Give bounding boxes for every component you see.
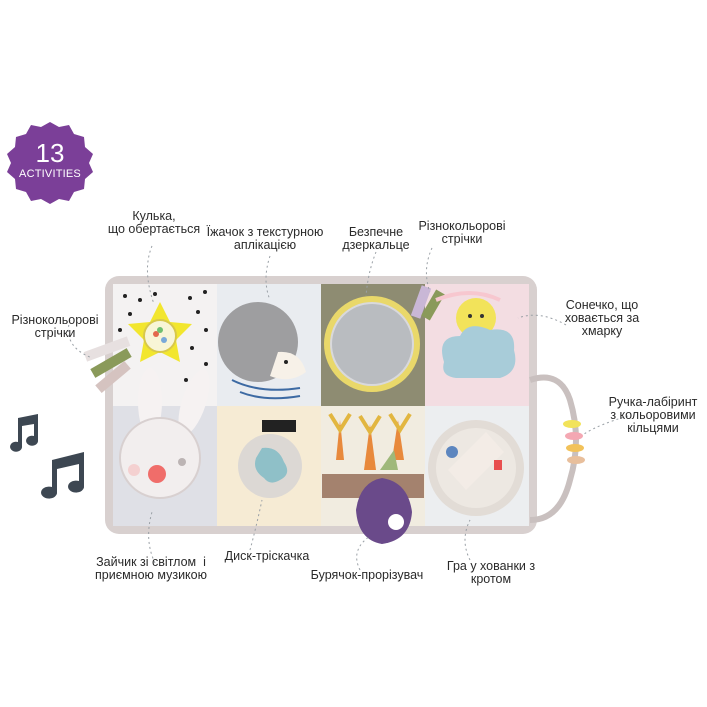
activity-badge-shape <box>7 122 93 204</box>
label-maze-handle: Ручка-лабіринт з кольоровими кільцями <box>608 395 698 435</box>
leader-lines <box>67 245 629 571</box>
label-bunny: Зайчик зі світлом і приємною музикою <box>94 555 207 582</box>
mole-window-icon <box>428 420 524 516</box>
label-sun: Сонечко, що ховається за хмарку <box>564 298 640 338</box>
label-rotating-ball: Кулька, що обертається <box>107 209 201 236</box>
bunny-icon <box>119 368 210 499</box>
badge-number: 13 <box>35 138 65 168</box>
star-rattle-icon <box>128 302 192 362</box>
hedgehog-icon <box>218 302 306 400</box>
sun-cloud-icon <box>435 291 516 378</box>
label-clicker: Диск-тріскачка <box>224 549 310 563</box>
label-hedgehog: Їжачок з текстурною аплікацією <box>206 225 324 252</box>
clicker-disc-icon <box>238 434 302 498</box>
beet-teether-icon <box>356 450 412 544</box>
label-beet-teether: Бурячок-прорізувач <box>310 568 424 582</box>
music-notes-icon <box>10 414 85 499</box>
ring-handle-icon <box>529 374 585 523</box>
label-mole: Гра у хованки з кротом <box>446 559 536 586</box>
activity-board <box>83 276 585 544</box>
mirror-icon <box>324 296 420 392</box>
label-ribbons-left: Різнокольорові стрічки <box>11 313 99 340</box>
label-mirror: Безпечне дзеркальце <box>342 225 410 252</box>
label-ribbons-top: Різнокольорові стрічки <box>418 219 506 246</box>
ribbons-left-icon <box>83 336 132 394</box>
badge-label: ACTIVITIES <box>19 168 81 180</box>
zebra-icon <box>262 420 296 432</box>
